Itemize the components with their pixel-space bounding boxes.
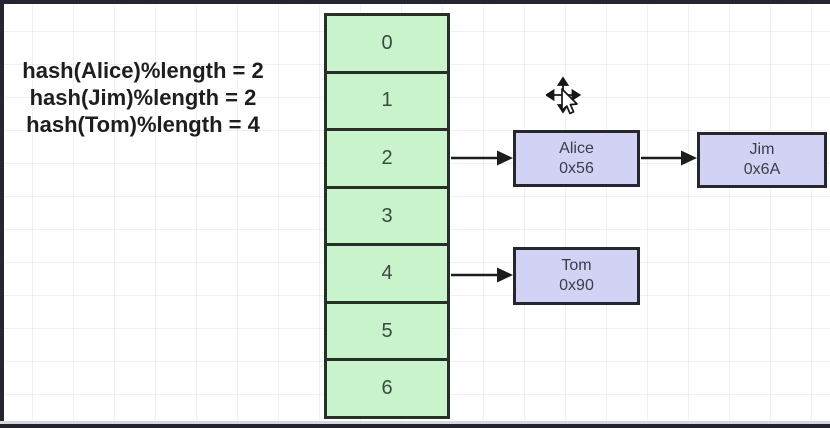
arrow-alice-to-jim (641, 150, 697, 166)
hash-table-array[interactable]: 0 1 2 3 4 5 6 (324, 13, 450, 419)
node-tom-name: Tom (561, 257, 592, 274)
formula-tom: hash(Tom)%length = 4 (26, 112, 260, 137)
frame-edge-left (0, 0, 4, 428)
bucket-0-index: 0 (381, 31, 393, 54)
bucket-6[interactable]: 6 (327, 361, 447, 416)
bucket-5-index: 5 (381, 319, 393, 342)
node-jim-name: Jim (749, 141, 775, 158)
bucket-5[interactable]: 5 (327, 304, 447, 362)
node-jim-address: 0x6A (743, 161, 781, 178)
bucket-4[interactable]: 4 (327, 246, 447, 304)
frame-edge-top (0, 0, 830, 4)
hash-formulas[interactable]: hash(Alice)%length = 2 hash(Jim)%length … (4, 57, 282, 138)
bucket-1-index: 1 (381, 89, 393, 112)
node-alice[interactable]: Alice 0x56 (513, 130, 640, 187)
bucket-4-index: 4 (381, 262, 393, 285)
bucket-2-index: 2 (381, 146, 393, 169)
bucket-3-index: 3 (381, 204, 393, 227)
node-tom-address: 0x90 (559, 277, 594, 294)
bucket-1[interactable]: 1 (327, 74, 447, 132)
move-cursor-icon (546, 76, 582, 115)
arrow-bucket2-to-alice (451, 150, 513, 166)
node-alice-address: 0x56 (559, 159, 594, 177)
frame-edge-bottom (0, 421, 830, 428)
bucket-2[interactable]: 2 (327, 131, 447, 189)
formula-alice: hash(Alice)%length = 2 (22, 58, 264, 83)
node-alice-name: Alice (559, 139, 594, 157)
node-jim[interactable]: Jim 0x6A (697, 132, 827, 188)
arrow-bucket4-to-tom (451, 267, 513, 283)
formula-jim: hash(Jim)%length = 2 (29, 85, 257, 110)
bucket-0[interactable]: 0 (327, 16, 447, 74)
bucket-6-index: 6 (381, 377, 393, 400)
node-tom[interactable]: Tom 0x90 (513, 247, 640, 305)
bucket-3[interactable]: 3 (327, 189, 447, 247)
